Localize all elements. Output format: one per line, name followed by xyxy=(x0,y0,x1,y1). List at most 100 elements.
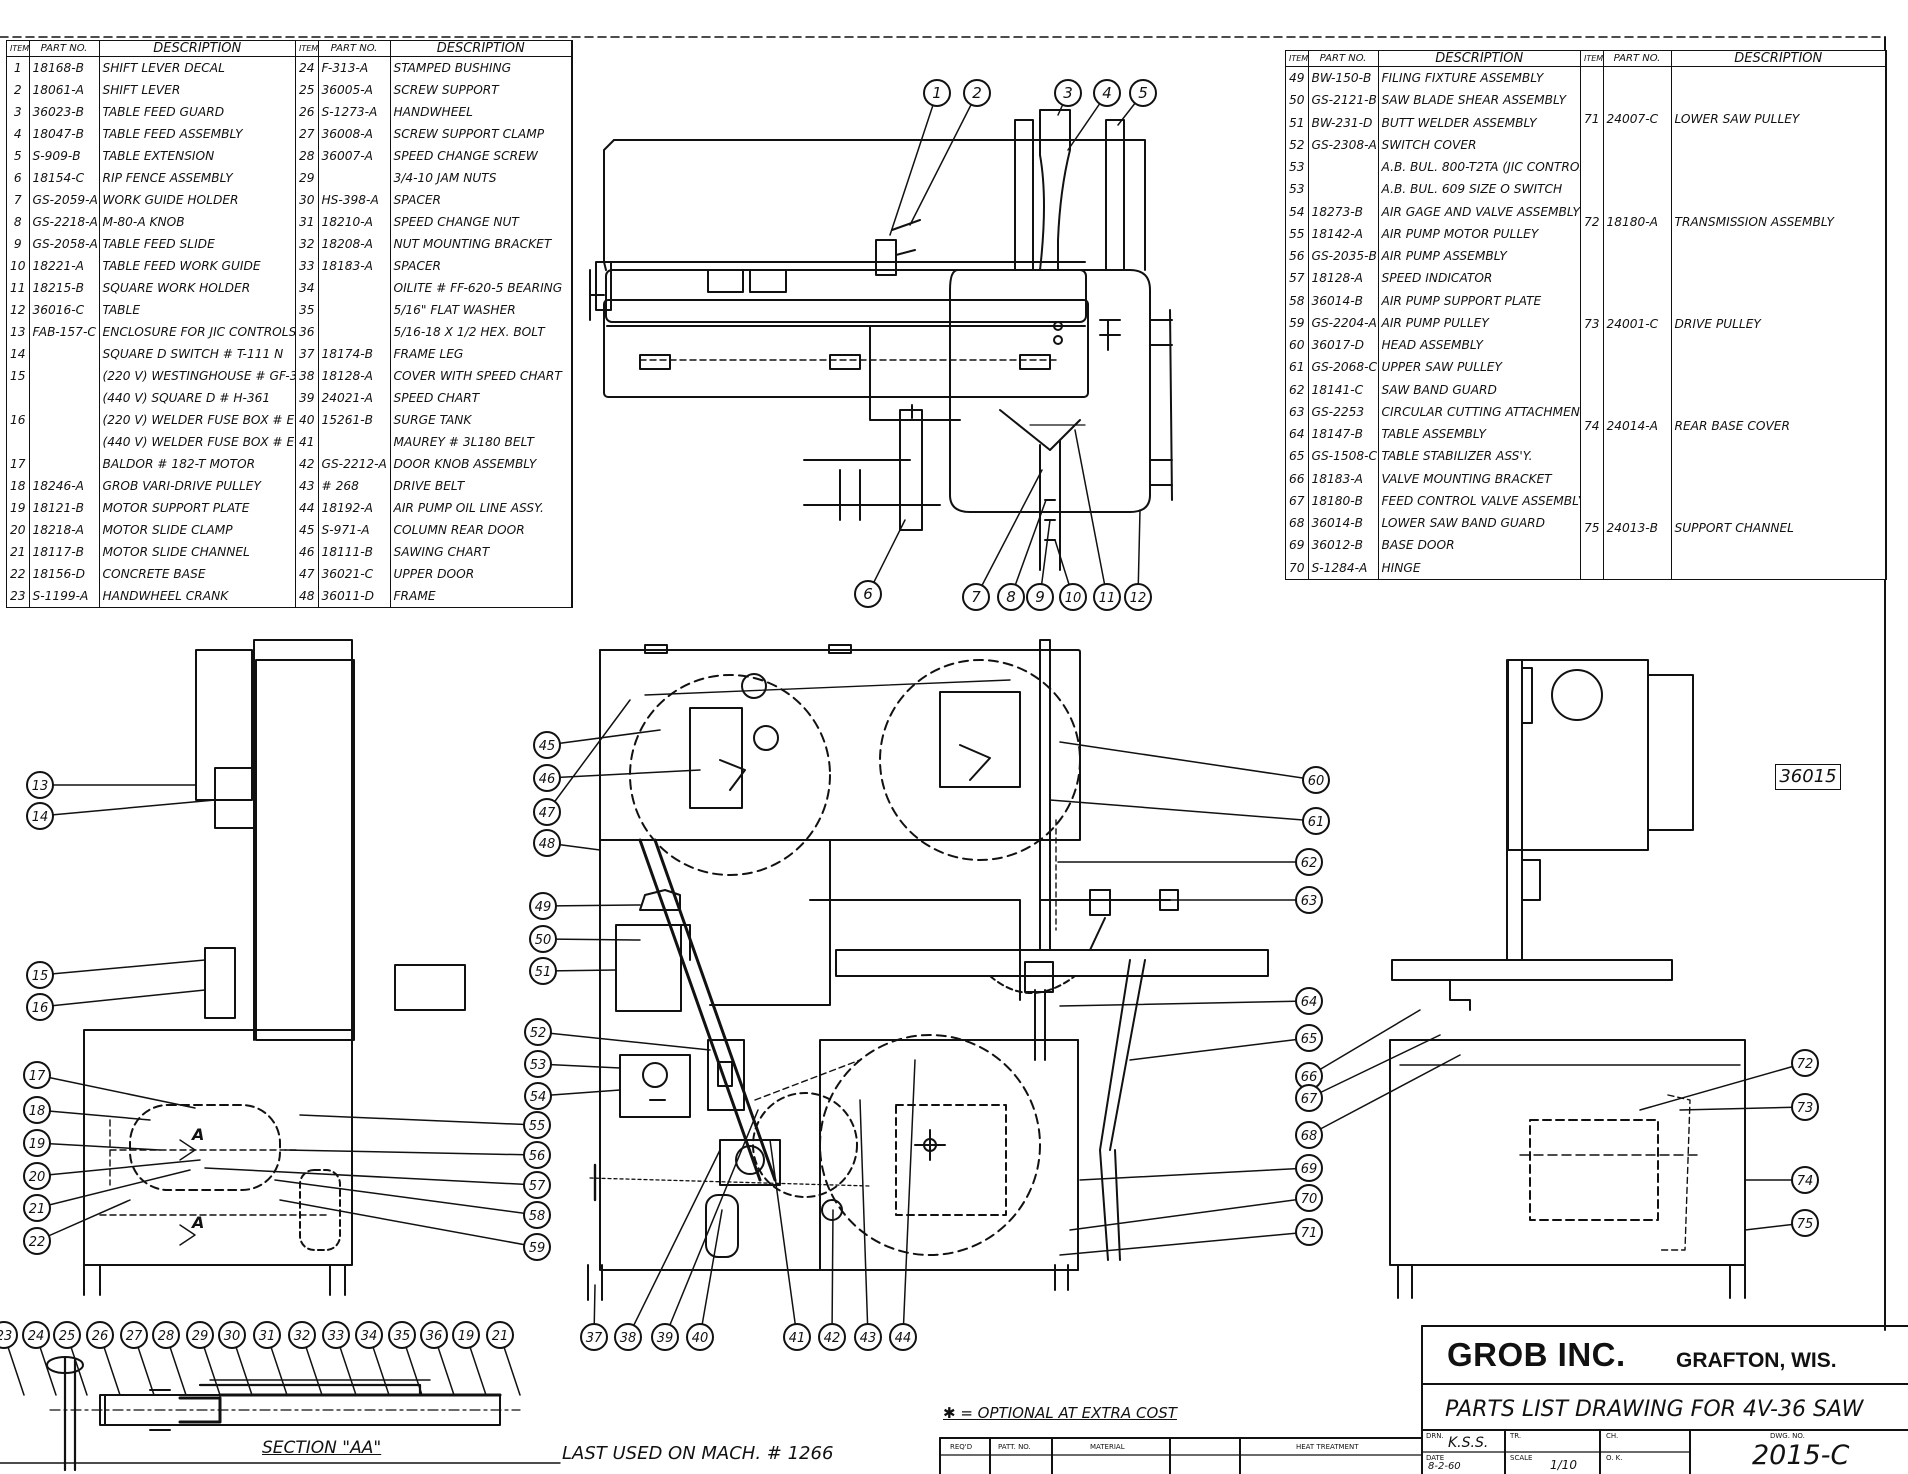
leader-line xyxy=(36,1142,161,1151)
callout-number: 39 xyxy=(657,1331,674,1346)
part-number xyxy=(1308,178,1379,201)
drawing-reference-box: 36015 xyxy=(1775,764,1841,790)
item-number: 4 xyxy=(7,122,30,145)
callout-51: 51 xyxy=(529,957,617,985)
drawn-by-label: DRN. xyxy=(1426,1432,1444,1440)
part-description: RIP FENCE ASSEMBLY xyxy=(99,166,296,189)
part-number: 36005-A xyxy=(318,79,391,101)
leader-line xyxy=(39,959,206,976)
item-number: 57 xyxy=(1286,267,1309,290)
callout-number: 73 xyxy=(1797,1101,1814,1116)
callout-44: 44 xyxy=(889,1059,917,1351)
part-description: MOTOR SLIDE CLAMP xyxy=(99,518,296,541)
item-number: 23 xyxy=(7,584,30,607)
callout-number: 3 xyxy=(1063,84,1073,102)
callout-circle xyxy=(818,1323,846,1351)
leader-line xyxy=(1059,1231,1310,1256)
part-number: 24001-C xyxy=(1603,272,1672,375)
callout-number: 38 xyxy=(620,1331,637,1346)
callout-circle xyxy=(533,764,561,792)
callout-13: 13 xyxy=(26,771,196,799)
callout-25: 25 xyxy=(53,1321,88,1396)
callout-circle xyxy=(288,1321,316,1349)
callout-number: 18 xyxy=(29,1104,46,1119)
item-number: 60 xyxy=(1286,334,1309,357)
callout-circle xyxy=(86,1321,114,1349)
item-number: 47 xyxy=(296,562,319,585)
callout-circle xyxy=(1295,886,1323,914)
part-description: SPEED CHANGE SCREW xyxy=(390,144,572,167)
callout-number: 46 xyxy=(539,772,556,787)
item-number: 43 xyxy=(296,474,319,497)
callout-circle xyxy=(1791,1093,1819,1121)
part-number: 36016-C xyxy=(29,298,100,321)
part-number: 18128-A xyxy=(318,364,391,387)
callout-circle xyxy=(529,957,557,985)
callout-circle xyxy=(26,993,54,1021)
part-number xyxy=(29,364,100,387)
callout-circle xyxy=(1054,79,1082,107)
callout-54: 54 xyxy=(524,1082,621,1110)
item-number: 22 xyxy=(7,562,30,585)
optional-note: ✱ = OPTIONAL AT EXTRA COST xyxy=(943,1404,1177,1422)
part-description: AIR GAGE AND VALVE ASSEMBLY xyxy=(1378,200,1581,223)
part-description: LOWER SAW BAND GUARD xyxy=(1378,512,1581,535)
callout-number: 22 xyxy=(29,1235,46,1250)
dwg-no-value: 2015-C xyxy=(1752,1440,1850,1471)
callout-number: 27 xyxy=(126,1329,143,1344)
leader-line xyxy=(542,904,641,907)
part-description: FEED CONTROL VALVE ASSEMBLY xyxy=(1378,489,1581,513)
item-number: 64 xyxy=(1286,423,1309,446)
part-description: AIR PUMP SUPPORT PLATE xyxy=(1378,289,1581,312)
leader-line xyxy=(36,1199,131,1242)
part-number: 18147-B xyxy=(1308,423,1379,446)
part-description: TABLE FEED WORK GUIDE xyxy=(99,254,296,277)
callout-number: 45 xyxy=(539,739,556,754)
callout-number: 66 xyxy=(1301,1070,1318,1085)
part-number: HS-398-A xyxy=(318,188,391,211)
ch-label: CH. xyxy=(1606,1432,1619,1440)
item-number: 55 xyxy=(1286,222,1309,246)
leader-line xyxy=(274,1179,538,1216)
callout-number: 44 xyxy=(895,1331,912,1346)
part-description: AIR PUMP OIL LINE ASSY. xyxy=(390,496,572,519)
part-number: S-1199-A xyxy=(29,584,100,607)
callout-number: 47 xyxy=(539,806,556,821)
callout-circle xyxy=(1791,1049,1819,1077)
callout-circle xyxy=(1093,583,1121,611)
callout-circle xyxy=(533,731,561,759)
callout-52: 52 xyxy=(524,1018,711,1051)
callout-34: 34 xyxy=(355,1321,390,1396)
part-number: 18156-D xyxy=(29,562,100,585)
leader-line xyxy=(1308,1009,1421,1077)
part-number: 18183-A xyxy=(318,254,391,277)
item-number: 16 xyxy=(7,408,30,431)
part-description: SWITCH COVER xyxy=(1378,133,1581,157)
callout-5: 5 xyxy=(1117,79,1157,126)
drawn-by-value: K.S.S. xyxy=(1448,1435,1489,1451)
item-number: 72 xyxy=(1581,170,1604,273)
callout-number: 10 xyxy=(1065,591,1082,606)
item-number: 68 xyxy=(1286,512,1309,535)
part-description: OILITE # FF-620-5 BEARING xyxy=(390,276,572,299)
callout-circle xyxy=(523,1171,551,1199)
callout-number: 9 xyxy=(1035,588,1045,606)
part-description: TABLE xyxy=(99,298,296,321)
